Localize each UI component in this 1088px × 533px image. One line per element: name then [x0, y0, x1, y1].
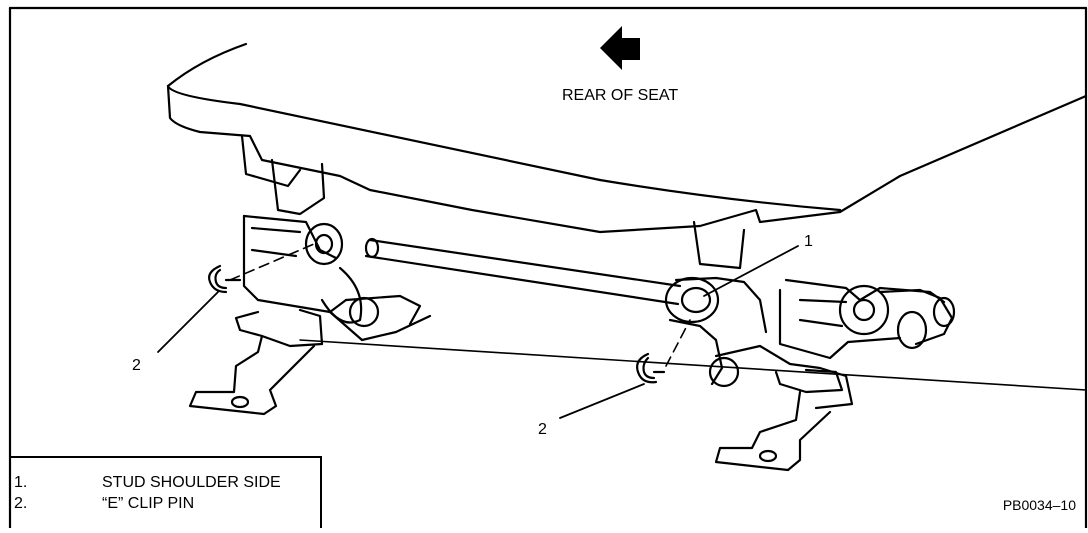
legend-number: 2.	[14, 495, 28, 512]
legend-text: STUD SHOULDER SIDE	[102, 474, 281, 491]
direction-label: REAR OF SEAT	[562, 87, 678, 104]
insertion-line-right	[665, 319, 691, 367]
callout-stud-shoulder: 1	[804, 233, 813, 250]
legend-item-clip: 2. “E” CLIP PIN	[14, 495, 194, 513]
legend-box	[10, 456, 322, 528]
legend-text: “E” CLIP PIN	[102, 495, 195, 512]
callout-clip-left: 2	[132, 357, 141, 374]
cross-rod	[364, 237, 682, 306]
legend-item-stud: 1. STUD SHOULDER SIDE	[14, 474, 281, 492]
left-seat-bracket	[188, 158, 432, 416]
e-clip-left	[208, 264, 242, 294]
e-clip-right	[636, 352, 666, 384]
arrow-left-icon	[600, 26, 640, 70]
floor-line	[299, 339, 1087, 391]
leader-line-right	[559, 383, 645, 419]
right-seat-bracket	[664, 220, 956, 472]
callout-clip-right: 2	[538, 421, 547, 438]
insertion-line-left	[229, 243, 315, 281]
legend-number: 1.	[14, 474, 28, 491]
figure-id: PB0034–10	[1002, 497, 1076, 513]
leader-line-stud	[703, 245, 799, 297]
leader-line-left	[157, 291, 219, 353]
seat-cushion	[166, 42, 1088, 234]
